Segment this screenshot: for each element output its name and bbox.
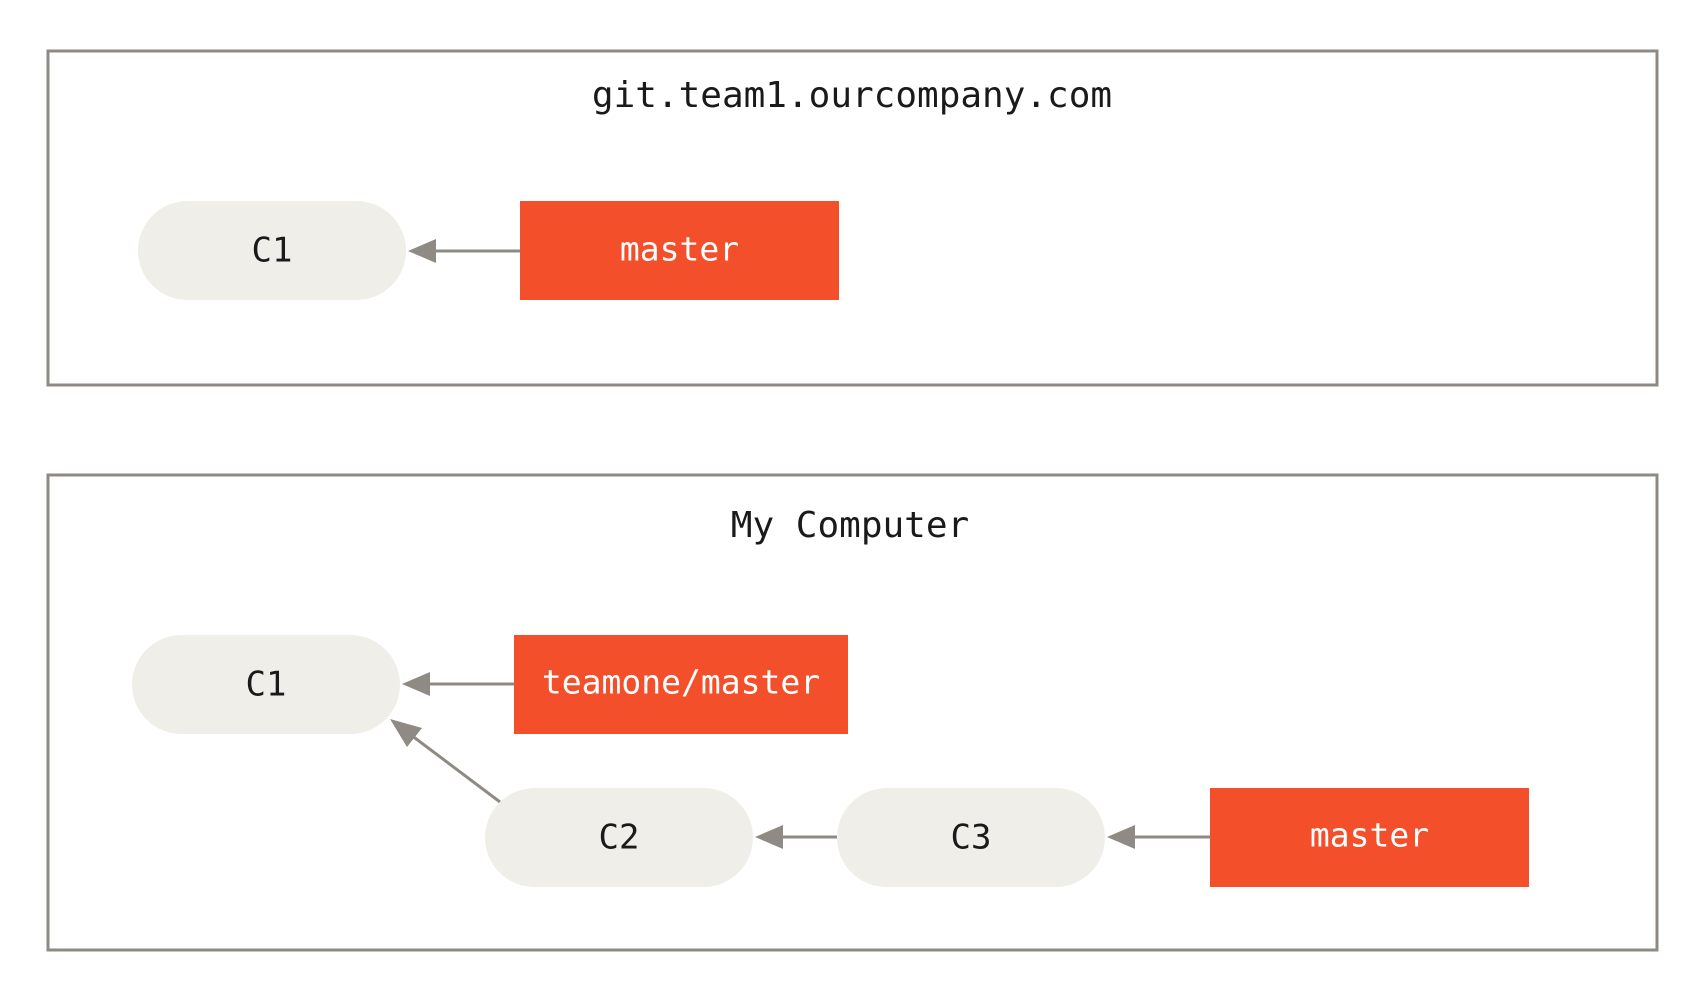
remote-repository-panel: git.team1.ourcompany.com C1 master	[46, 49, 1659, 387]
arrow-head	[755, 825, 783, 849]
commit-node-shape	[485, 788, 753, 887]
arrow-head	[402, 672, 430, 696]
local-arrow-teamone-to-c1	[402, 672, 514, 696]
remote-branch-master: master	[520, 201, 839, 300]
local-repository-panel: My Computer C1 teamone/master C2 C	[46, 473, 1659, 952]
branch-label-text: master	[1310, 816, 1429, 855]
commit-node-label: C1	[252, 231, 293, 271]
remote-commit-c1: C1	[138, 201, 406, 300]
commit-node-shape	[837, 788, 1105, 887]
commit-node-label: C2	[599, 818, 640, 858]
remote-repository-title: git.team1.ourcompany.com	[592, 75, 1112, 116]
branch-label-box	[520, 201, 839, 300]
commit-node-shape	[138, 201, 406, 300]
local-commit-c1: C1	[132, 635, 400, 734]
branch-label-text: master	[620, 230, 739, 269]
local-branch-master: master	[1210, 788, 1529, 887]
local-commit-c3: C3	[837, 788, 1105, 887]
local-commit-c2: C2	[485, 788, 753, 887]
local-arrow-c2-to-c1	[390, 719, 501, 804]
arrow-head	[390, 719, 422, 747]
branch-label-box	[1210, 788, 1529, 887]
arrow-line	[410, 733, 501, 804]
local-branch-teamone-master: teamone/master	[514, 635, 848, 734]
local-arrow-master-to-c3	[1107, 825, 1210, 849]
local-arrow-c3-to-c2	[755, 825, 837, 849]
commit-node-label: C1	[246, 665, 287, 705]
remote-arrow-master-to-c1	[408, 239, 520, 263]
local-repository-title: My Computer	[731, 505, 969, 546]
branch-label-box	[514, 635, 848, 734]
commit-node-shape	[132, 635, 400, 734]
commit-node-label: C3	[951, 818, 992, 858]
remote-repository-border	[46, 49, 1659, 387]
local-repository-border	[46, 473, 1659, 952]
arrow-head	[408, 239, 436, 263]
arrow-head	[1107, 825, 1135, 849]
branch-label-text: teamone/master	[542, 663, 820, 702]
